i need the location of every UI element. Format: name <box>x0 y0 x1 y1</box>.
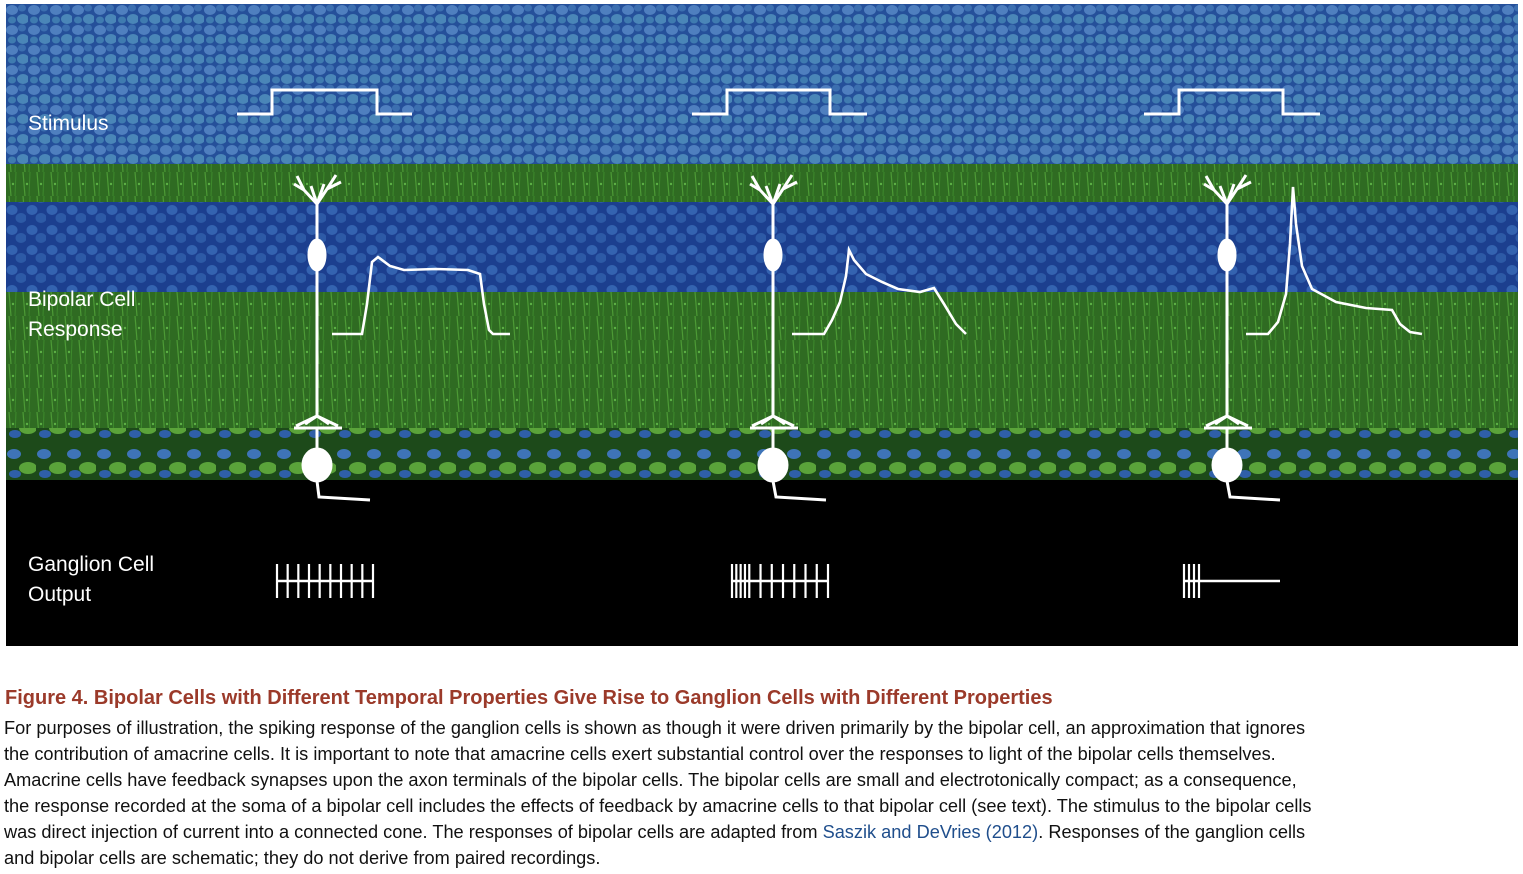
stimulus-step-trace <box>1144 88 1320 116</box>
caption-line: Amacrine cells have feedback synapses up… <box>4 770 1297 790</box>
ganglion-label-line1: Ganglion Cell <box>28 553 154 576</box>
ganglion-spike-train <box>1182 564 1280 598</box>
figure-panel: Stimulus Bipolar Cell Response Ganglion … <box>6 4 1518 646</box>
panel-transient <box>1144 88 1423 502</box>
stimulus-label: Stimulus <box>28 112 109 135</box>
bipolar-response-trace <box>332 255 510 336</box>
stimulus-step-trace <box>692 88 867 116</box>
ganglion-spike-train <box>275 564 375 598</box>
figure-caption-title: Figure 4. Bipolar Cells with Different T… <box>5 687 1053 709</box>
stimulus-step-trace <box>237 88 412 116</box>
panel-sustained <box>237 88 510 502</box>
bipolar-label-line2: Response <box>28 318 123 341</box>
caption-line: was direct injection of current into a c… <box>4 819 1523 845</box>
bipolar-response-trace <box>792 245 967 336</box>
bipolar-cell-drawing <box>293 174 371 502</box>
bipolar-cell-drawing <box>749 174 827 502</box>
inner-plexiform-layer <box>6 292 1518 432</box>
caption-text: was direct injection of current into a c… <box>4 822 823 842</box>
outer-nuclear-layer <box>6 4 1518 172</box>
outer-plexiform-layer <box>6 164 1518 206</box>
bipolar-cell-drawing <box>1203 174 1281 502</box>
caption-line: the response recorded at the soma of a b… <box>4 796 1312 816</box>
ganglion-label-line2: Output <box>28 583 91 606</box>
figure-caption-body: For purposes of illustration, the spikin… <box>4 715 1523 871</box>
ganglion-spike-train <box>730 564 830 598</box>
caption-text: . Responses of the ganglion cells <box>1038 822 1306 842</box>
caption-line: For purposes of illustration, the spikin… <box>4 718 1306 738</box>
panel-intermediate <box>692 88 967 502</box>
caption-line: the contribution of amacrine cells. It i… <box>4 744 1276 764</box>
inner-nuclear-layer <box>6 202 1518 294</box>
bipolar-response-trace <box>1246 186 1423 336</box>
bipolar-label-line1: Bipolar Cell <box>28 288 135 311</box>
citation-link[interactable]: Saszik and DeVries (2012) <box>822 822 1039 842</box>
caption-line: and bipolar cells are schematic; they do… <box>4 848 601 868</box>
